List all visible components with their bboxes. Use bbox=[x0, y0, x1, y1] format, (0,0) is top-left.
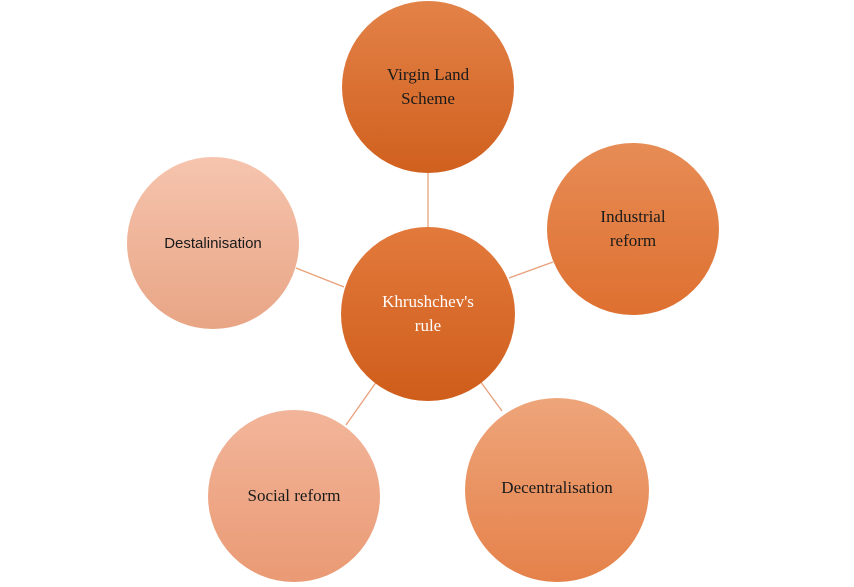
node-label: Social reform bbox=[248, 486, 341, 505]
center-label: Khrushchev's bbox=[382, 292, 474, 311]
node-circle bbox=[342, 1, 514, 173]
node-label: Decentralisation bbox=[501, 478, 613, 497]
node-industrial-reform: Industrial reform bbox=[547, 143, 719, 315]
connector-destalinisation bbox=[295, 267, 345, 288]
node-label: Scheme bbox=[401, 89, 455, 108]
center-circle bbox=[341, 227, 515, 401]
connector-decentralisation bbox=[479, 380, 503, 412]
node-circle bbox=[547, 143, 719, 315]
connectors bbox=[295, 173, 554, 426]
node-decentralisation: Decentralisation bbox=[465, 398, 649, 582]
node-label: Virgin Land bbox=[387, 65, 470, 84]
node-label: reform bbox=[610, 231, 656, 250]
node-label: Destalinisation bbox=[164, 235, 262, 252]
center-label: rule bbox=[415, 316, 441, 335]
node-circle bbox=[127, 157, 299, 329]
connector-social-reform bbox=[345, 380, 378, 426]
node-center: Khrushchev's rule bbox=[341, 227, 515, 401]
node-circle bbox=[208, 410, 380, 582]
node-virgin-land-scheme: Virgin Land Scheme bbox=[342, 1, 514, 173]
node-destalinisation: Destalinisation bbox=[127, 157, 299, 329]
node-label: Industrial bbox=[600, 207, 665, 226]
connector-industrial-reform bbox=[508, 261, 554, 279]
node-circle bbox=[465, 398, 649, 582]
node-social-reform: Social reform bbox=[208, 410, 380, 582]
